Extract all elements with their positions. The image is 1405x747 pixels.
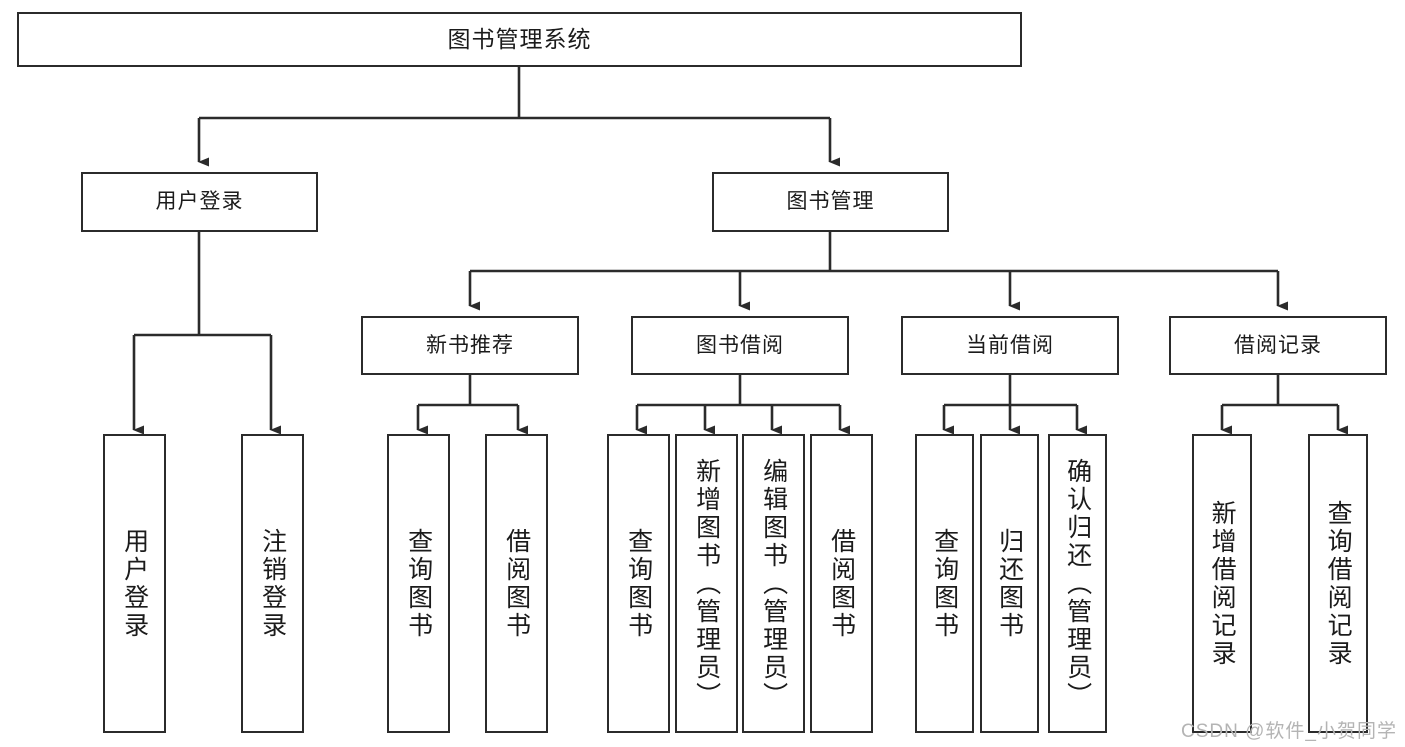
leaf-query-borrow-record[interactable]: 查询借阅记录 xyxy=(1308,434,1368,733)
leaf-add-borrow-record[interactable]: 新增借阅记录 xyxy=(1192,434,1252,733)
edges-borrow-record-to-leaves xyxy=(1220,375,1348,435)
leaf-borrow-book-recommend[interactable]: 借阅图书 xyxy=(485,434,548,733)
node-book-management[interactable]: 图书管理 xyxy=(712,172,949,232)
leaf-query-book-recommend[interactable]: 查询图书 xyxy=(387,434,450,733)
leaf-logout[interactable]: 注销登录 xyxy=(241,434,304,733)
edges-book-borrow-to-leaves xyxy=(635,375,850,435)
csdn-watermark: CSDN @软件_小贺同学 xyxy=(1181,721,1397,742)
leaf-add-book-admin[interactable]: 新增图书（管理员） xyxy=(675,434,738,733)
edges-new-book-to-leaves xyxy=(416,375,528,435)
edges-current-borrow-to-leaves xyxy=(942,375,1087,435)
edges-root-to-level2 xyxy=(197,67,840,167)
leaf-confirm-return-admin[interactable]: 确认归还（管理员） xyxy=(1048,434,1107,733)
edges-user-login-to-leaves xyxy=(132,232,281,435)
leaf-query-book-current[interactable]: 查询图书 xyxy=(915,434,974,733)
leaf-return-book[interactable]: 归还图书 xyxy=(980,434,1039,733)
leaf-edit-book-admin[interactable]: 编辑图书（管理员） xyxy=(742,434,805,733)
node-current-borrow[interactable]: 当前借阅 xyxy=(901,316,1119,375)
leaf-user-login[interactable]: 用户登录 xyxy=(103,434,166,733)
node-user-login[interactable]: 用户登录 xyxy=(81,172,318,232)
node-new-book-recommend[interactable]: 新书推荐 xyxy=(361,316,579,375)
node-borrow-record[interactable]: 借阅记录 xyxy=(1169,316,1387,375)
node-root-library-management-system[interactable]: 图书管理系统 xyxy=(17,12,1022,67)
node-book-borrow[interactable]: 图书借阅 xyxy=(631,316,849,375)
leaf-borrow-book[interactable]: 借阅图书 xyxy=(810,434,873,733)
edges-book-mgmt-to-level3 xyxy=(468,232,1288,311)
leaf-query-book-borrow[interactable]: 查询图书 xyxy=(607,434,670,733)
